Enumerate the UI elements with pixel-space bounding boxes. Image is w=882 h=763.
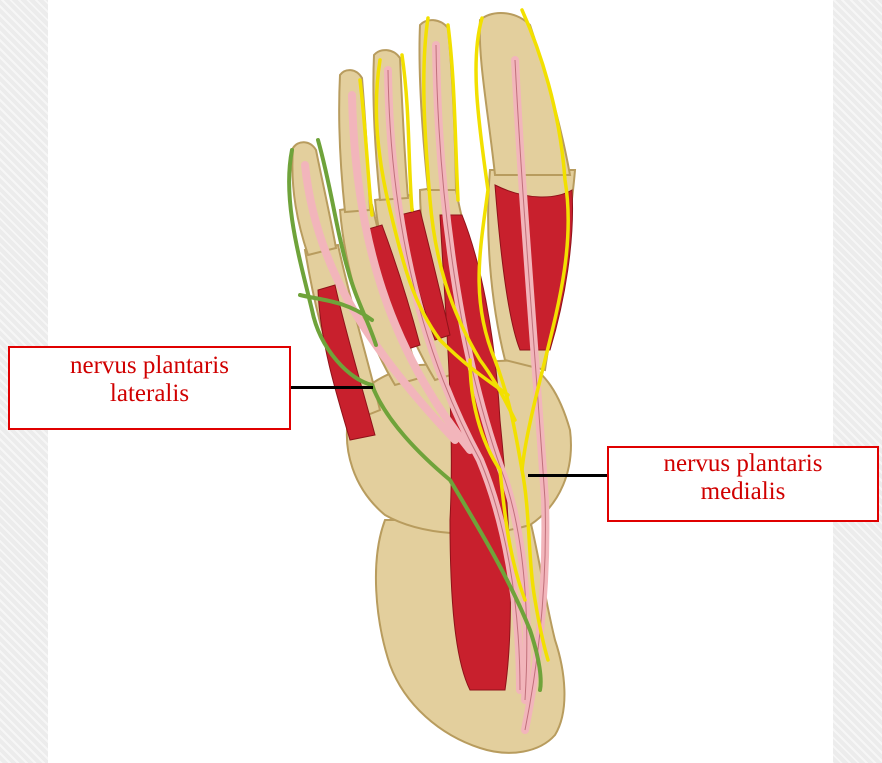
lateral-label-line-2: lateralis — [10, 380, 289, 408]
medial-label-leader-line — [528, 474, 608, 477]
medial-label-line-2: medialis — [609, 478, 877, 506]
toe-1-bone — [480, 13, 570, 175]
lateral-label-leader-line — [291, 386, 373, 389]
lateral-plantar-nerve-label: nervus plantaris lateralis — [8, 346, 291, 430]
lateral-label-line-1: nervus plantaris — [10, 352, 289, 380]
medial-plantar-nerve-label: nervus plantaris medialis — [607, 446, 879, 522]
medial-label-line-1: nervus plantaris — [609, 450, 877, 478]
